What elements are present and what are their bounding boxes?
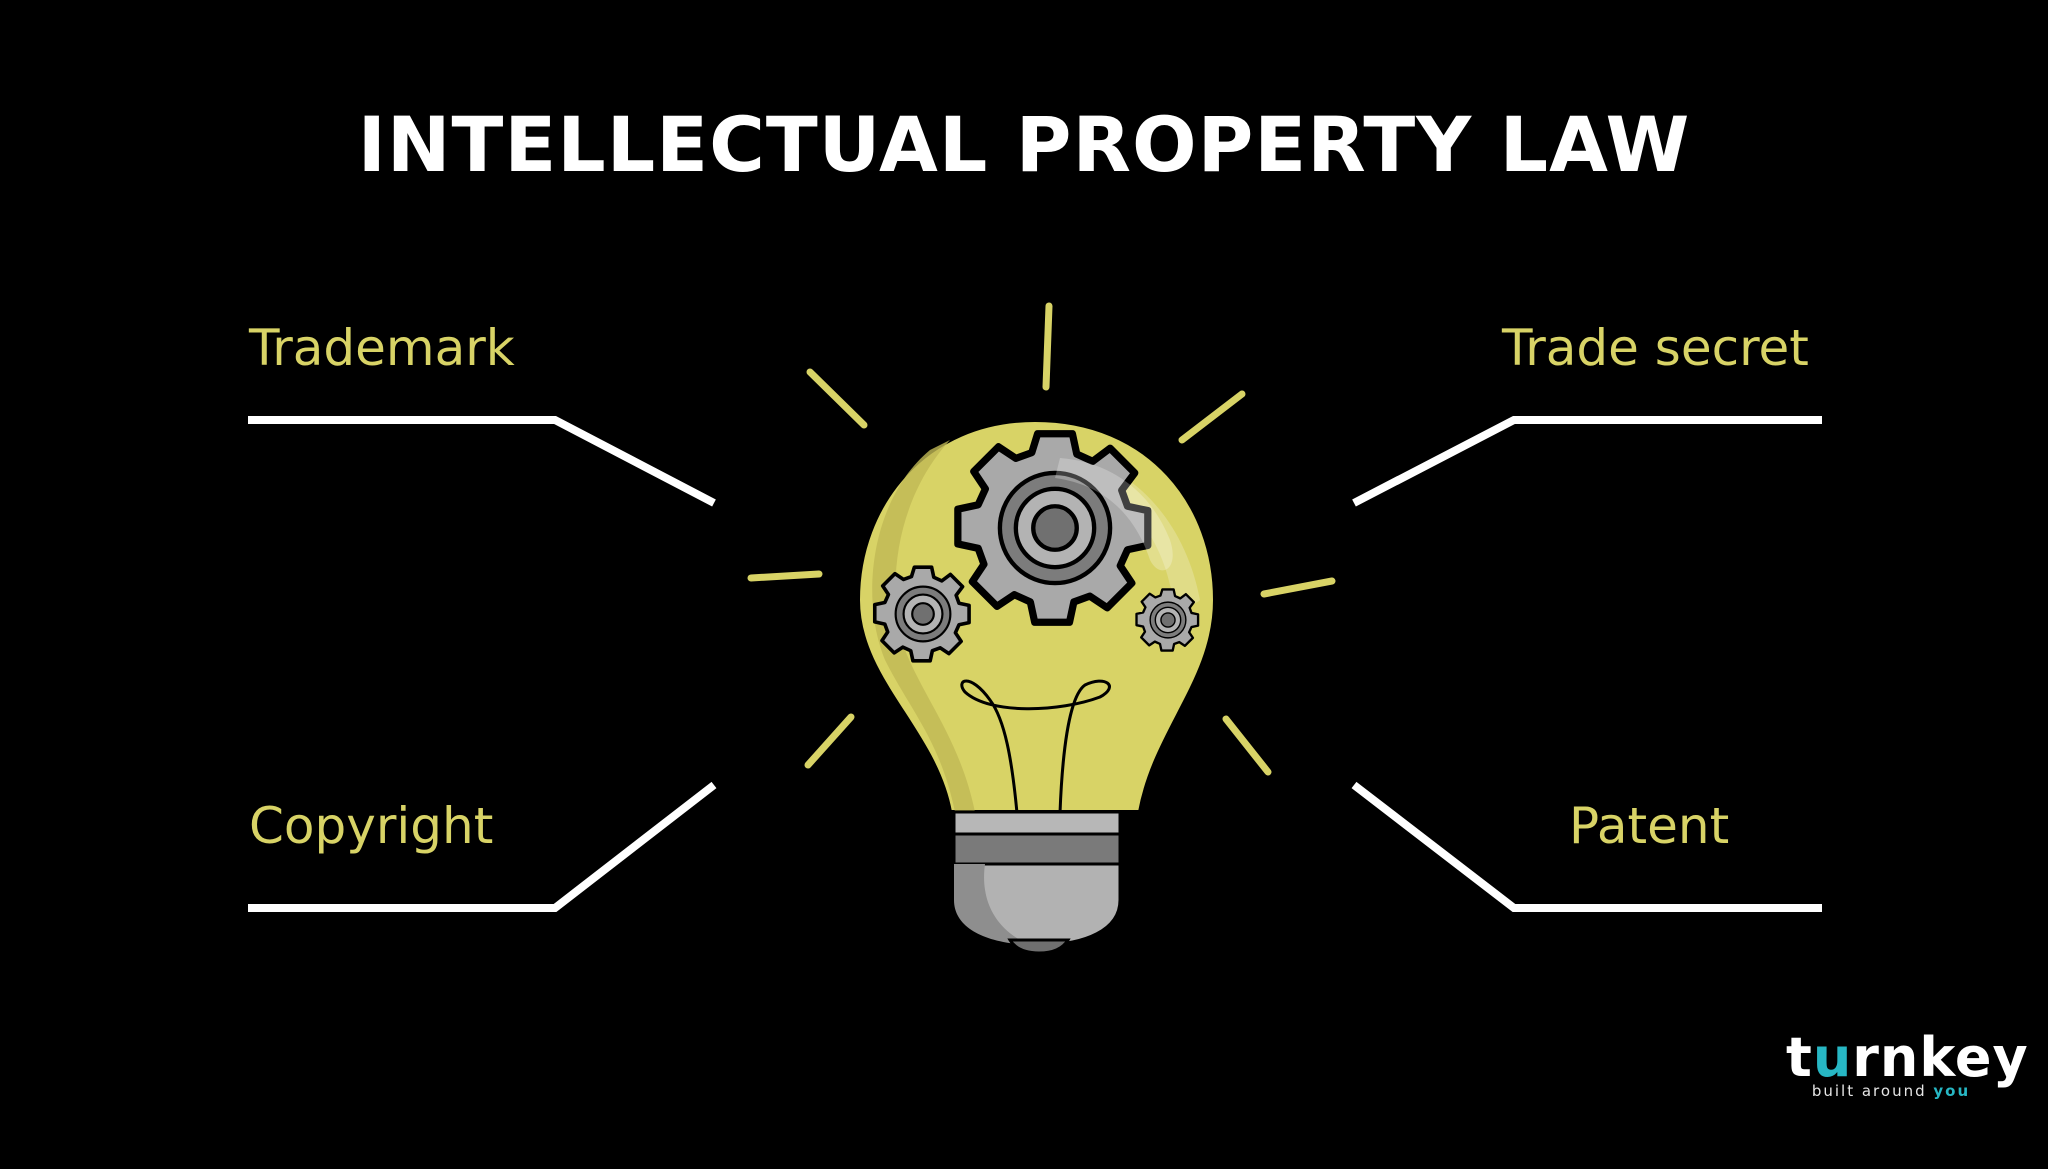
label-trademark: Trademark bbox=[249, 319, 515, 377]
connector-lines bbox=[248, 416, 1822, 912]
connector-trade-secret bbox=[1352, 416, 1822, 507]
logo-tagline-highlight: you bbox=[1933, 1082, 1971, 1100]
large-gear-icon bbox=[958, 434, 1148, 623]
connector-trademark bbox=[248, 416, 716, 507]
turnkey-logo: turnkey built around you bbox=[1786, 1030, 2028, 1101]
connector-copyright bbox=[248, 781, 717, 912]
logo-tagline: built around you bbox=[1786, 1082, 1996, 1100]
page-title: INTELLECTUAL PROPERTY LAW bbox=[357, 100, 1691, 189]
label-patent: Patent bbox=[1569, 797, 1730, 855]
small-gear-icon bbox=[1135, 588, 1200, 652]
label-copyright: Copyright bbox=[249, 797, 494, 855]
logo-word-highlight: u bbox=[1812, 1026, 1853, 1089]
light-rays-icon bbox=[747, 302, 1336, 776]
logo-word-suffix: rnkey bbox=[1852, 1026, 2029, 1089]
logo-wordmark: turnkey bbox=[1786, 1030, 2028, 1086]
logo-tagline-prefix: built around bbox=[1811, 1082, 1934, 1100]
connector-patent bbox=[1351, 781, 1822, 912]
label-trade-secret: Trade secret bbox=[1502, 319, 1809, 377]
logo-word-prefix: t bbox=[1786, 1026, 1813, 1089]
medium-gear-icon bbox=[872, 565, 971, 663]
